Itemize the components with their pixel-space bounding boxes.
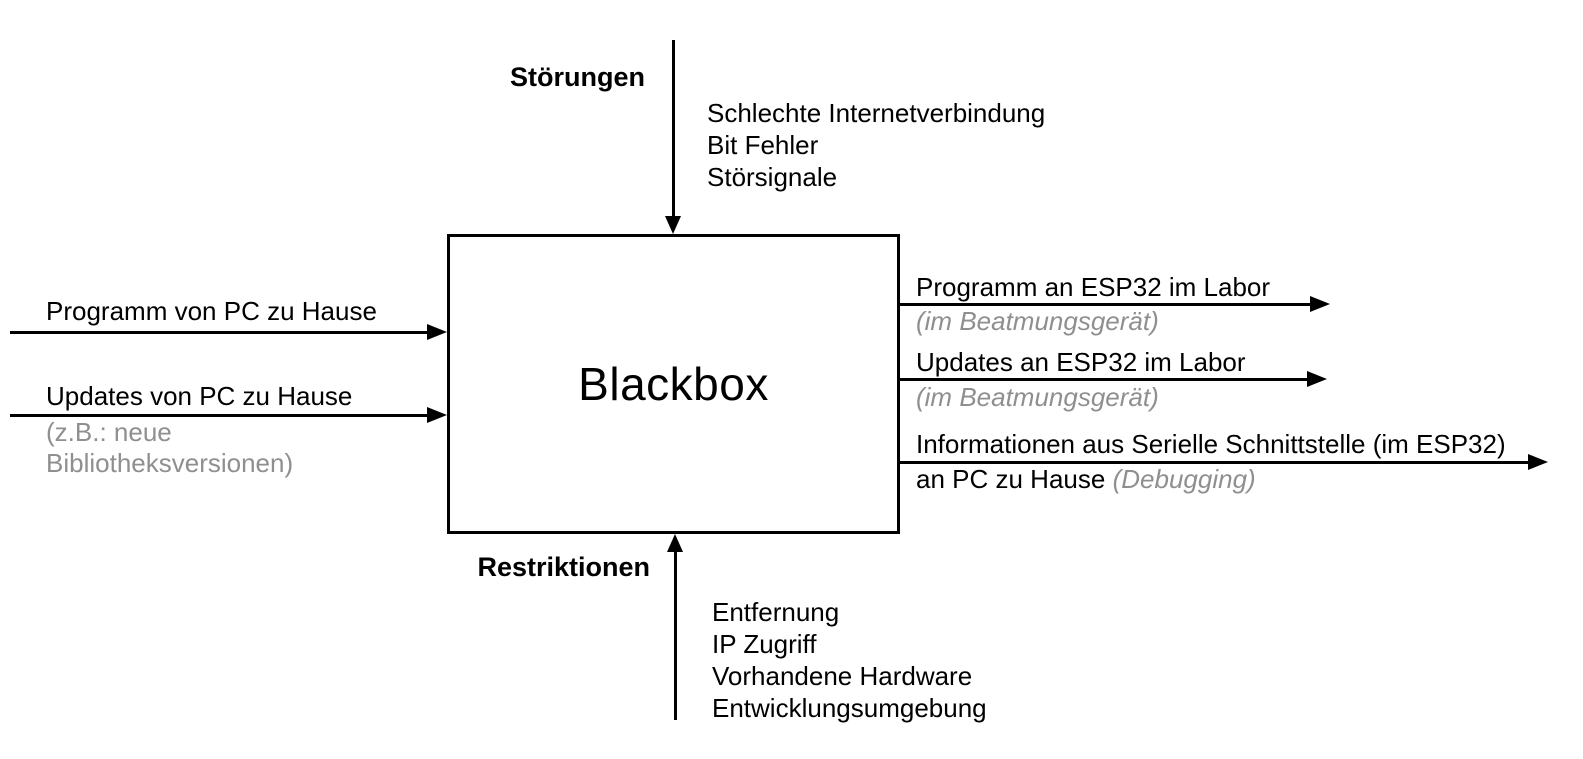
output-label-updates: Updates an ESP32 im Labor (916, 347, 1246, 377)
disturbances-list: Schlechte Internetverbindung Bit Fehler … (707, 97, 1045, 193)
restriction-item: IP Zugriff (712, 629, 817, 659)
restriction-item: Entfernung (712, 597, 840, 627)
output-note-debugging: (Debugging) (1112, 464, 1256, 494)
disturbances-title: Störungen (510, 62, 645, 92)
disturbance-arrow-line (672, 40, 675, 216)
restrictions-list: Entfernung IP Zugriff Vorhandene Hardwar… (712, 596, 987, 724)
input-arrowhead-icon (427, 407, 447, 423)
output-note-programm: (im Beatmungsgerät) (916, 306, 1159, 336)
disturbance-item: Bit Fehler (707, 130, 819, 160)
output-arrow-line (900, 303, 1310, 306)
output-label-programm: Programm an ESP32 im Labor (916, 272, 1271, 302)
disturbance-arrowhead-icon (665, 216, 681, 234)
disturbance-item: Schlechte Internetverbindung (707, 98, 1046, 128)
restriction-arrowhead-icon (667, 534, 683, 552)
output-arrow-line (900, 378, 1307, 381)
input-arrow-line (10, 331, 427, 334)
input-note-updates: (z.B.: neue Bibliotheksversionen) (46, 417, 294, 478)
blackbox-node: Blackbox (447, 234, 900, 534)
input-label-updates: Updates von PC zu Hause (46, 381, 353, 411)
output-label-informationen: Informationen aus Serielle Schnittstelle… (916, 429, 1506, 459)
restrictions-title: Restriktionen (477, 552, 650, 582)
output-arrowhead-icon (1528, 454, 1548, 470)
output-arrow-line (900, 461, 1528, 464)
disturbance-item: Störsignale (707, 162, 838, 192)
input-arrowhead-icon (427, 324, 447, 340)
blackbox-label: Blackbox (578, 358, 769, 410)
input-arrow-line (10, 414, 427, 417)
output-label-informationen-line2: an PC zu Hause(Debugging) (916, 464, 1256, 495)
restriction-item: Vorhandene Hardware (712, 661, 973, 691)
restriction-item: Entwicklungsumgebung (712, 693, 987, 723)
output-note-updates: (im Beatmungsgerät) (916, 382, 1159, 412)
output-arrowhead-icon (1310, 296, 1330, 312)
output-label-text: an PC zu Hause (916, 464, 1106, 494)
restriction-arrow-line (674, 552, 677, 720)
input-label-programm: Programm von PC zu Hause (46, 296, 377, 326)
output-arrowhead-icon (1307, 371, 1327, 387)
